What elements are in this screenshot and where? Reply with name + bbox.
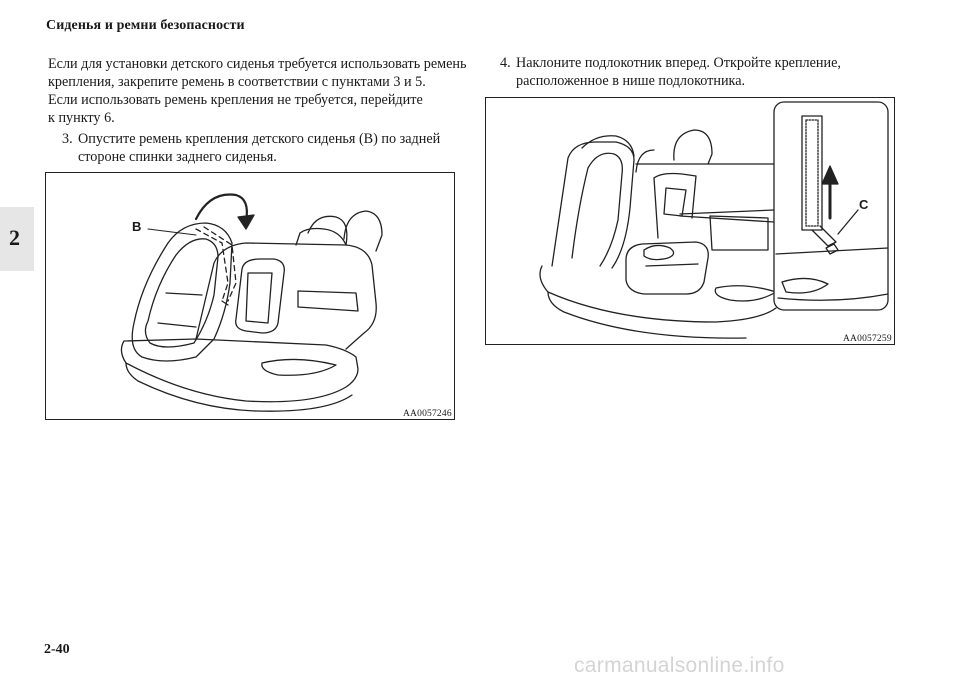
step-line: Наклоните подлокотник вперед. Откройте к… <box>516 55 841 71</box>
chapter-number: 2 <box>9 225 20 250</box>
callout-c: C <box>859 197 869 212</box>
step-number: 4. <box>500 55 511 71</box>
step-number: 3. <box>62 131 73 147</box>
figure-code: AA0057246 <box>403 409 452 419</box>
armrest-illustration <box>539 101 889 339</box>
callout-b: B <box>132 219 142 234</box>
section-header-title: Сиденья и ремни безопасности <box>46 18 245 33</box>
step-line: Опустите ремень крепления детского сиден… <box>78 131 441 147</box>
rear-seat-illustration <box>120 193 383 412</box>
intro-line: Если для установки детского сиденья треб… <box>48 56 467 72</box>
intro-line: к пункту 6. <box>48 110 115 126</box>
chapter-tab: 2 <box>0 207 34 271</box>
step-4: 4. Наклоните подлокотник вперед. Откройт… <box>500 54 920 94</box>
figure-armrest-latch: C AA0057259 <box>485 97 895 345</box>
intro-line: Если использовать ремень крепления не тр… <box>48 92 423 108</box>
page-number: 2-40 <box>44 642 70 657</box>
step-line: стороне спинки заднего сиденья. <box>78 149 277 165</box>
figure-child-seat-strap: B AA0057246 <box>45 172 455 420</box>
figure-code: AA0057259 <box>843 334 892 344</box>
intro-line: крепления, закрепите ремень в соответств… <box>48 74 426 90</box>
step-line: расположенное в нише подлокотника. <box>516 73 746 89</box>
watermark: carmanualsonline.info <box>574 654 785 677</box>
step-3: 3. Опустите ремень крепления детского си… <box>62 130 462 170</box>
